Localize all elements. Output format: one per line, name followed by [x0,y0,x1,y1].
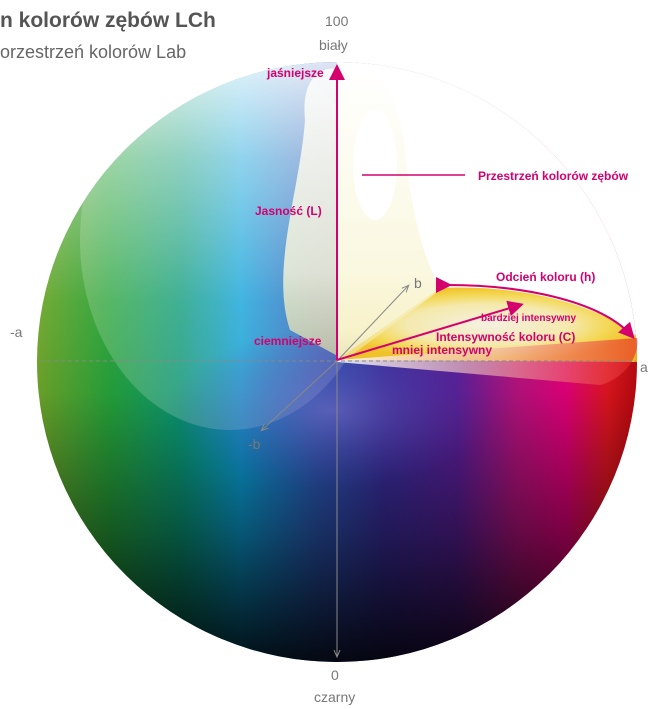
hue-label: Odcień koloru (h) [496,270,596,284]
more-intense-label: bardziej intensywny [481,313,577,324]
brighter-label: jaśniejsze [267,66,324,80]
top-value-label: 100 [325,13,349,29]
neg-b-label: -b [248,436,261,452]
tooth-space-label: Przestrzeń kolorów zębów [478,169,629,183]
hue-arc [435,276,635,339]
less-intense-label: mniej intensywny [392,343,493,357]
lightness-label: Jasność (L) [255,204,322,218]
pos-b-label: b [414,275,422,291]
b-axis-pos [336,286,408,362]
diagram-title: n kolorów zębów LCh [0,9,216,32]
darker-label: ciemniejsze [254,334,322,348]
pos-a-label: a [640,359,648,375]
bottom-axis-label: czarny [314,689,356,705]
chroma-label: Intensywność koloru (C) [436,330,576,344]
b-axis-neg [262,360,338,430]
tooth-space-shape [283,68,440,360]
diagram-subtitle: orzestrzeń kolorów Lab [0,42,187,62]
top-axis-label: biały [319,37,348,53]
tooth-space-hole [353,110,397,220]
chroma-face [337,338,638,385]
bottom-value-label: 0 [331,667,339,683]
neg-a-label: -a [10,324,23,340]
